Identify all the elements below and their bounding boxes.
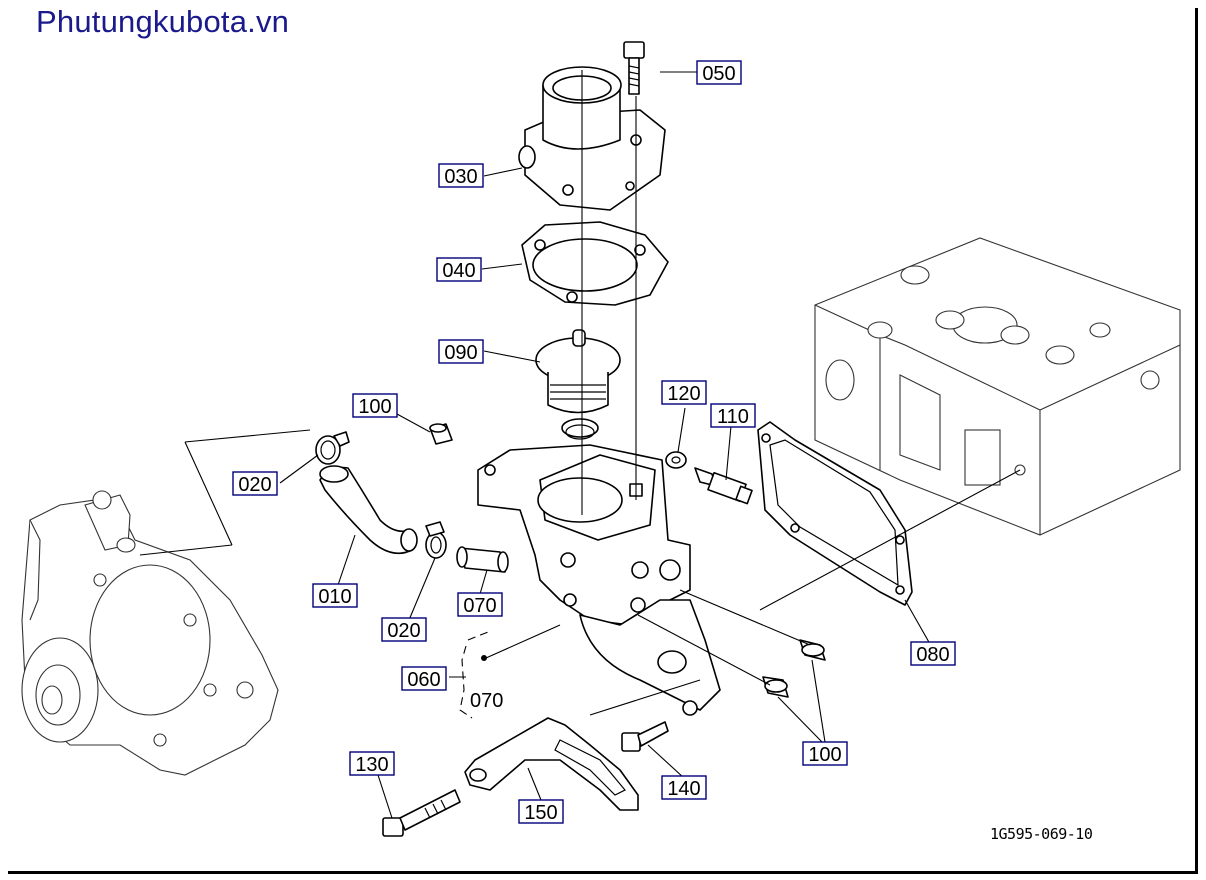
thermostat-cover-030 bbox=[518, 66, 666, 211]
callout-020-lower: 020 bbox=[381, 617, 427, 642]
svg-text:020: 020 bbox=[238, 474, 271, 496]
callout-050: 050 bbox=[696, 60, 742, 85]
bolt-140 bbox=[621, 721, 669, 752]
callout-100-upper: 100 bbox=[352, 393, 398, 418]
callout-080: 080 bbox=[910, 641, 956, 666]
svg-text:110: 110 bbox=[717, 406, 749, 428]
bracket-150 bbox=[464, 717, 639, 811]
plug-100-lower-1 bbox=[799, 639, 826, 661]
callout-070-kit: 070 bbox=[470, 690, 503, 712]
bolt-130 bbox=[382, 789, 461, 837]
callout-030: 030 bbox=[438, 163, 484, 188]
svg-text:150: 150 bbox=[524, 802, 557, 824]
svg-text:100: 100 bbox=[808, 744, 841, 766]
thermostat-housing bbox=[477, 444, 721, 716]
svg-text:130: 130 bbox=[355, 754, 388, 776]
gasket-040 bbox=[521, 221, 669, 306]
diagram-frame bbox=[8, 8, 1198, 874]
brand-watermark: Phutungkubota.vn bbox=[36, 4, 290, 39]
sensor-110 bbox=[694, 467, 753, 505]
plug-100-lower-2 bbox=[762, 676, 789, 698]
callout-120: 120 bbox=[661, 380, 707, 405]
bolt-050 bbox=[623, 41, 645, 95]
callout-010: 010 bbox=[312, 583, 358, 608]
hose-010 bbox=[319, 465, 418, 555]
callout-090: 090 bbox=[438, 339, 484, 364]
washer-120 bbox=[665, 451, 687, 469]
callout-040: 040 bbox=[436, 257, 482, 282]
svg-text:080: 080 bbox=[916, 644, 949, 666]
callout-110: 110 bbox=[710, 403, 756, 428]
thermostat-090 bbox=[535, 329, 621, 440]
svg-text:040: 040 bbox=[442, 260, 475, 282]
clamp-020-lower bbox=[425, 521, 447, 559]
svg-text:010: 010 bbox=[318, 586, 351, 608]
pipe-070 bbox=[456, 546, 509, 573]
gasket-080 bbox=[757, 421, 913, 606]
callout-020-upper: 020 bbox=[232, 471, 278, 496]
water-pump-drawing bbox=[21, 490, 279, 776]
callout-100-lower: 100 bbox=[802, 741, 848, 766]
svg-text:100: 100 bbox=[358, 396, 391, 418]
svg-text:140: 140 bbox=[667, 778, 700, 800]
svg-text:050: 050 bbox=[702, 63, 735, 85]
callout-140: 140 bbox=[661, 775, 707, 800]
callout-labels: 050 030 040 090 100 120 110 020 010 020 … bbox=[232, 60, 956, 824]
figure-code: 1G595-069-10 bbox=[990, 825, 1093, 843]
svg-text:090: 090 bbox=[444, 342, 477, 364]
svg-text:020: 020 bbox=[387, 620, 420, 642]
clamp-020-upper bbox=[315, 431, 350, 465]
svg-text:070: 070 bbox=[463, 595, 496, 617]
svg-text:070: 070 bbox=[470, 690, 503, 712]
svg-text:060: 060 bbox=[407, 669, 440, 691]
cylinder-head-drawing bbox=[814, 237, 1181, 536]
callout-150: 150 bbox=[518, 799, 564, 824]
callout-070-pipe: 070 bbox=[457, 592, 503, 617]
svg-text:120: 120 bbox=[667, 383, 700, 405]
callout-130: 130 bbox=[349, 751, 395, 776]
leader-lines bbox=[139, 70, 1021, 819]
plug-100-upper bbox=[429, 423, 453, 445]
svg-text:030: 030 bbox=[444, 166, 477, 188]
callout-060: 060 bbox=[401, 666, 447, 691]
